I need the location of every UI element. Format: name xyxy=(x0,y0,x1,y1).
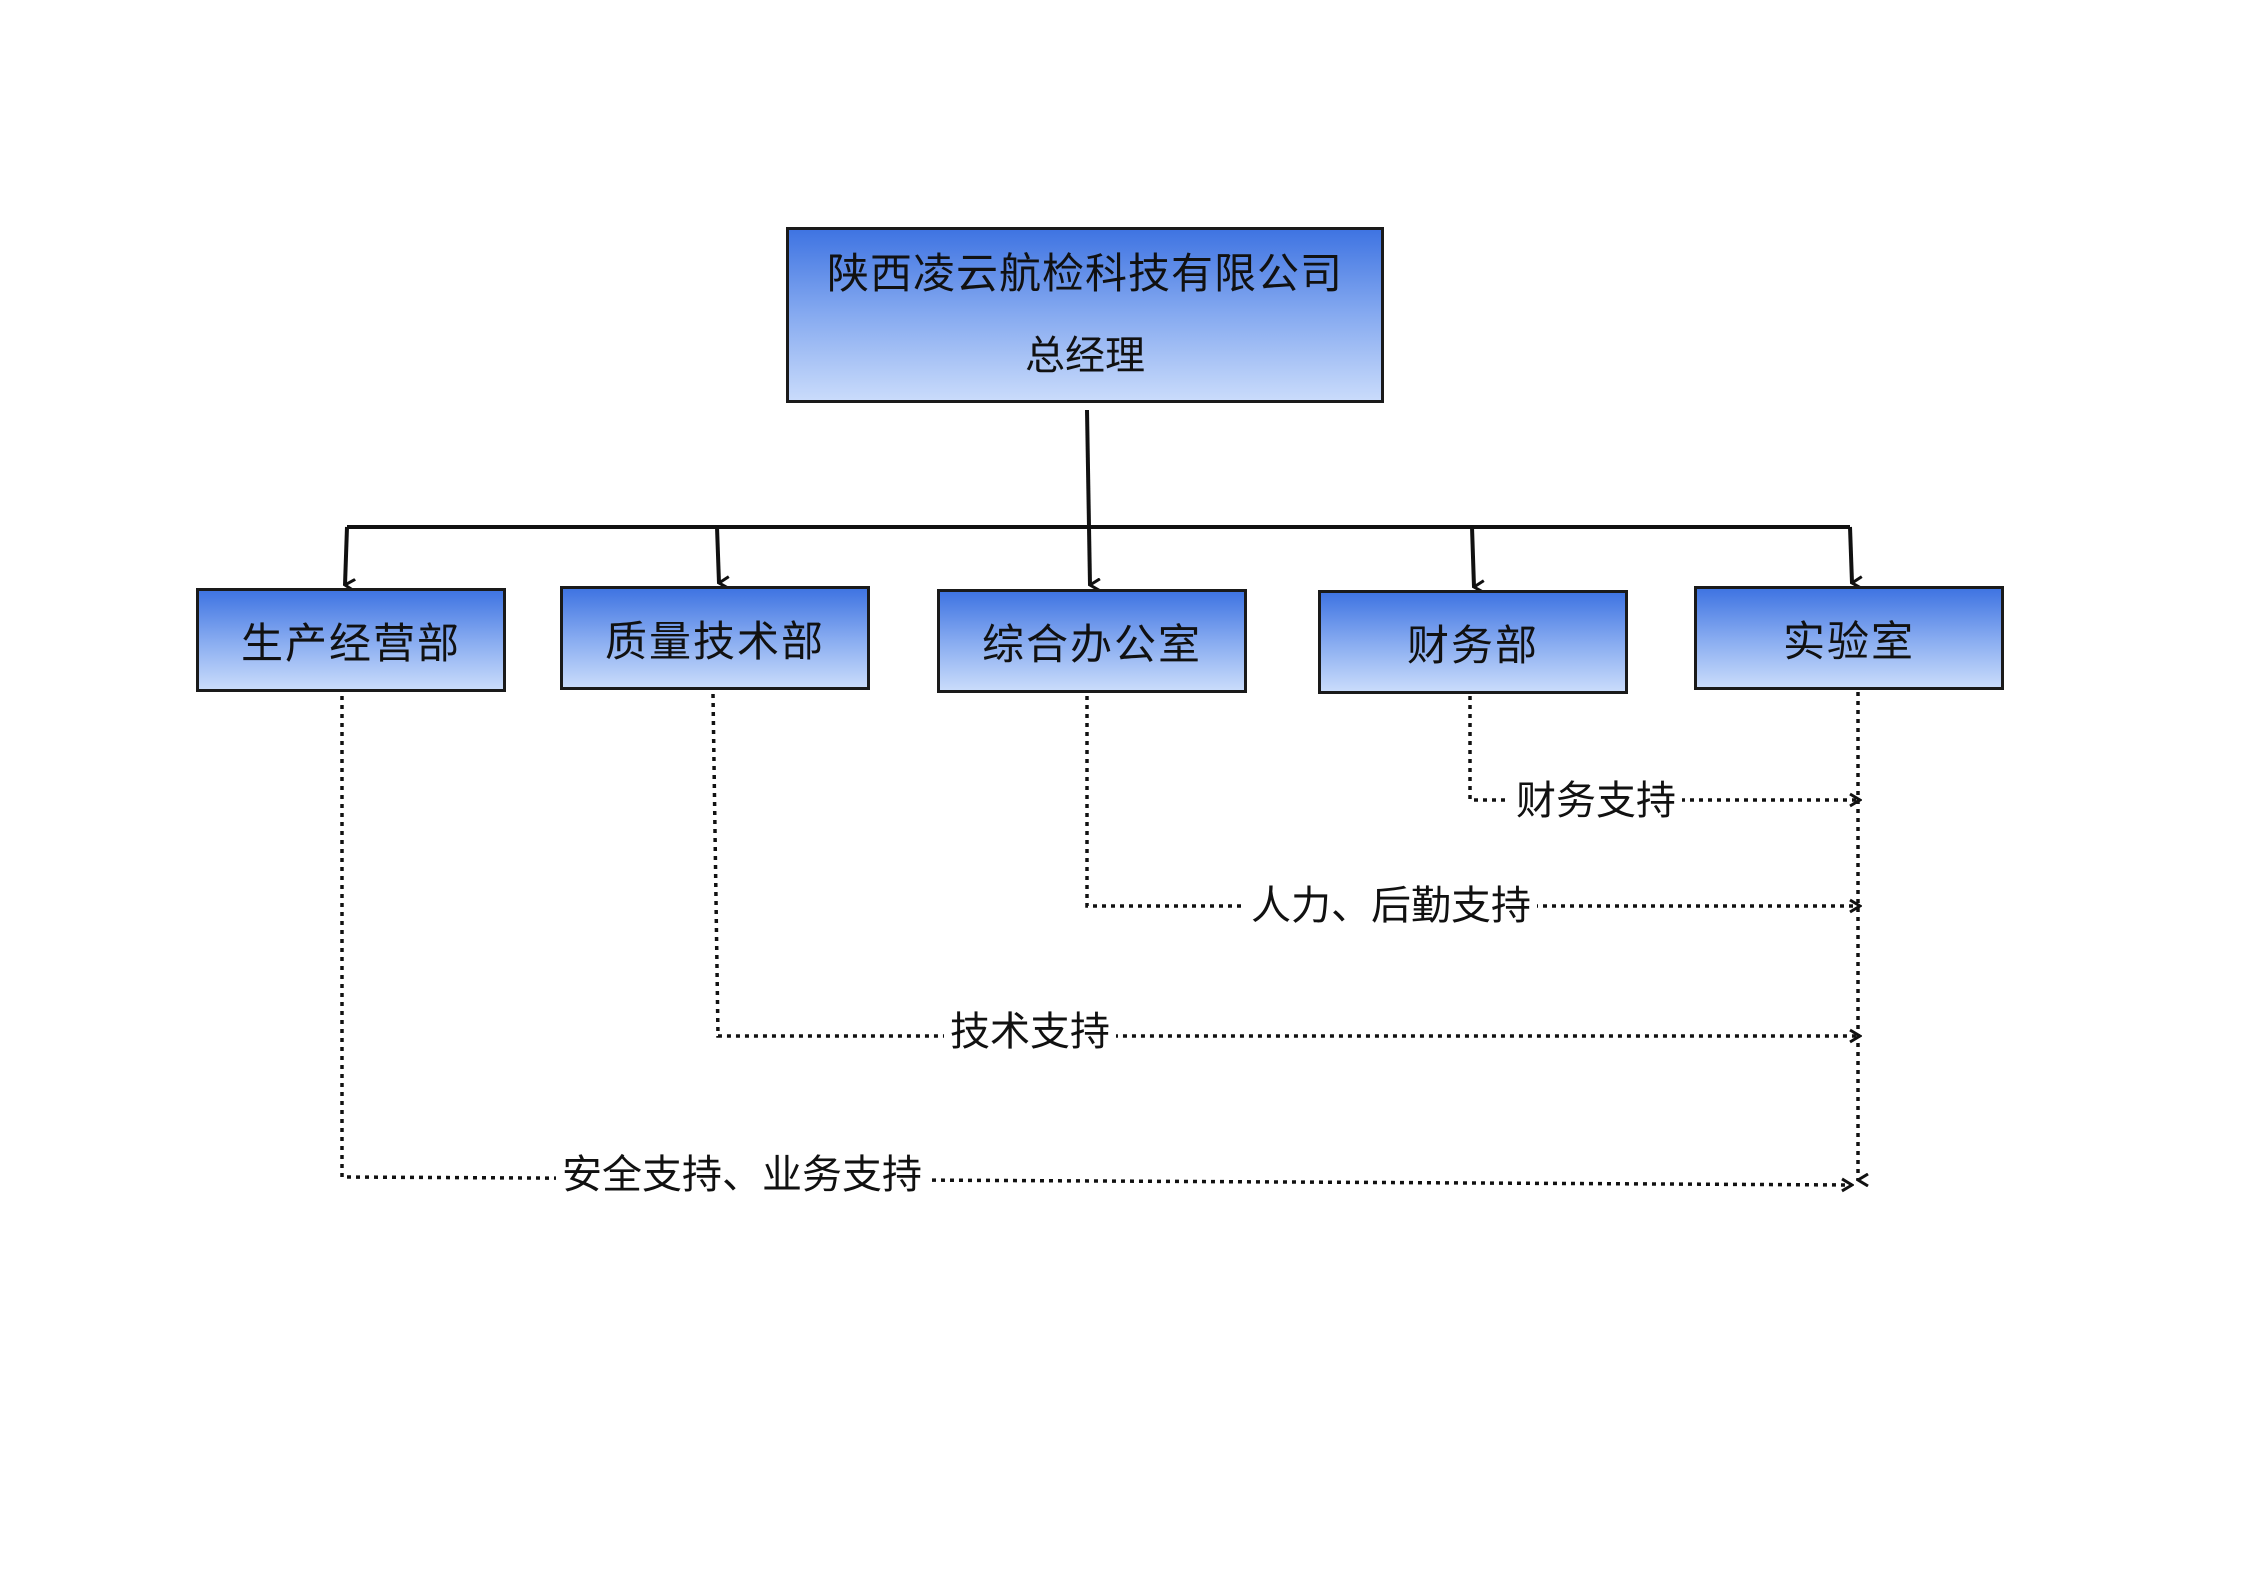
dept-box-quality: 质量技术部 xyxy=(560,586,870,690)
flow-label-safety-business: 安全支持、业务支持 xyxy=(556,1147,928,1203)
dept-box-finance: 财务部 xyxy=(1318,590,1628,694)
branch-line-1 xyxy=(345,526,347,585)
flow-line-finance xyxy=(1468,696,1860,800)
flow-line-safety xyxy=(340,696,1852,1185)
trunk-line xyxy=(1085,409,1090,585)
flow-label-hr-logistics: 人力、后勤支持 xyxy=(1245,878,1537,934)
flow-label-technical: 技术支持 xyxy=(944,1004,1116,1060)
dept-label: 财务部 xyxy=(1406,620,1539,670)
branch-line-4 xyxy=(1470,526,1474,587)
flow-line-hr xyxy=(1085,696,1860,906)
branch-line-5 xyxy=(1848,526,1852,583)
dept-label: 综合办公室 xyxy=(981,619,1202,669)
flow-line-tech xyxy=(711,693,1860,1036)
dept-label: 质量技术部 xyxy=(604,616,825,666)
company-name: 陕西凌云航检科技有限公司 xyxy=(826,249,1343,298)
dept-label: 生产经营部 xyxy=(240,618,461,668)
general-manager-title: 总经理 xyxy=(1025,333,1145,379)
dept-box-production: 生产经营部 xyxy=(196,588,506,692)
general-manager-box: 陕西凌云航检科技有限公司 总经理 xyxy=(786,227,1384,403)
branch-line-2 xyxy=(715,526,719,583)
dept-label: 实验室 xyxy=(1782,616,1915,666)
dept-box-office: 综合办公室 xyxy=(937,589,1247,693)
dept-box-laboratory: 实验室 xyxy=(1694,586,2004,690)
flow-label-finance: 财务支持 xyxy=(1510,773,1682,829)
